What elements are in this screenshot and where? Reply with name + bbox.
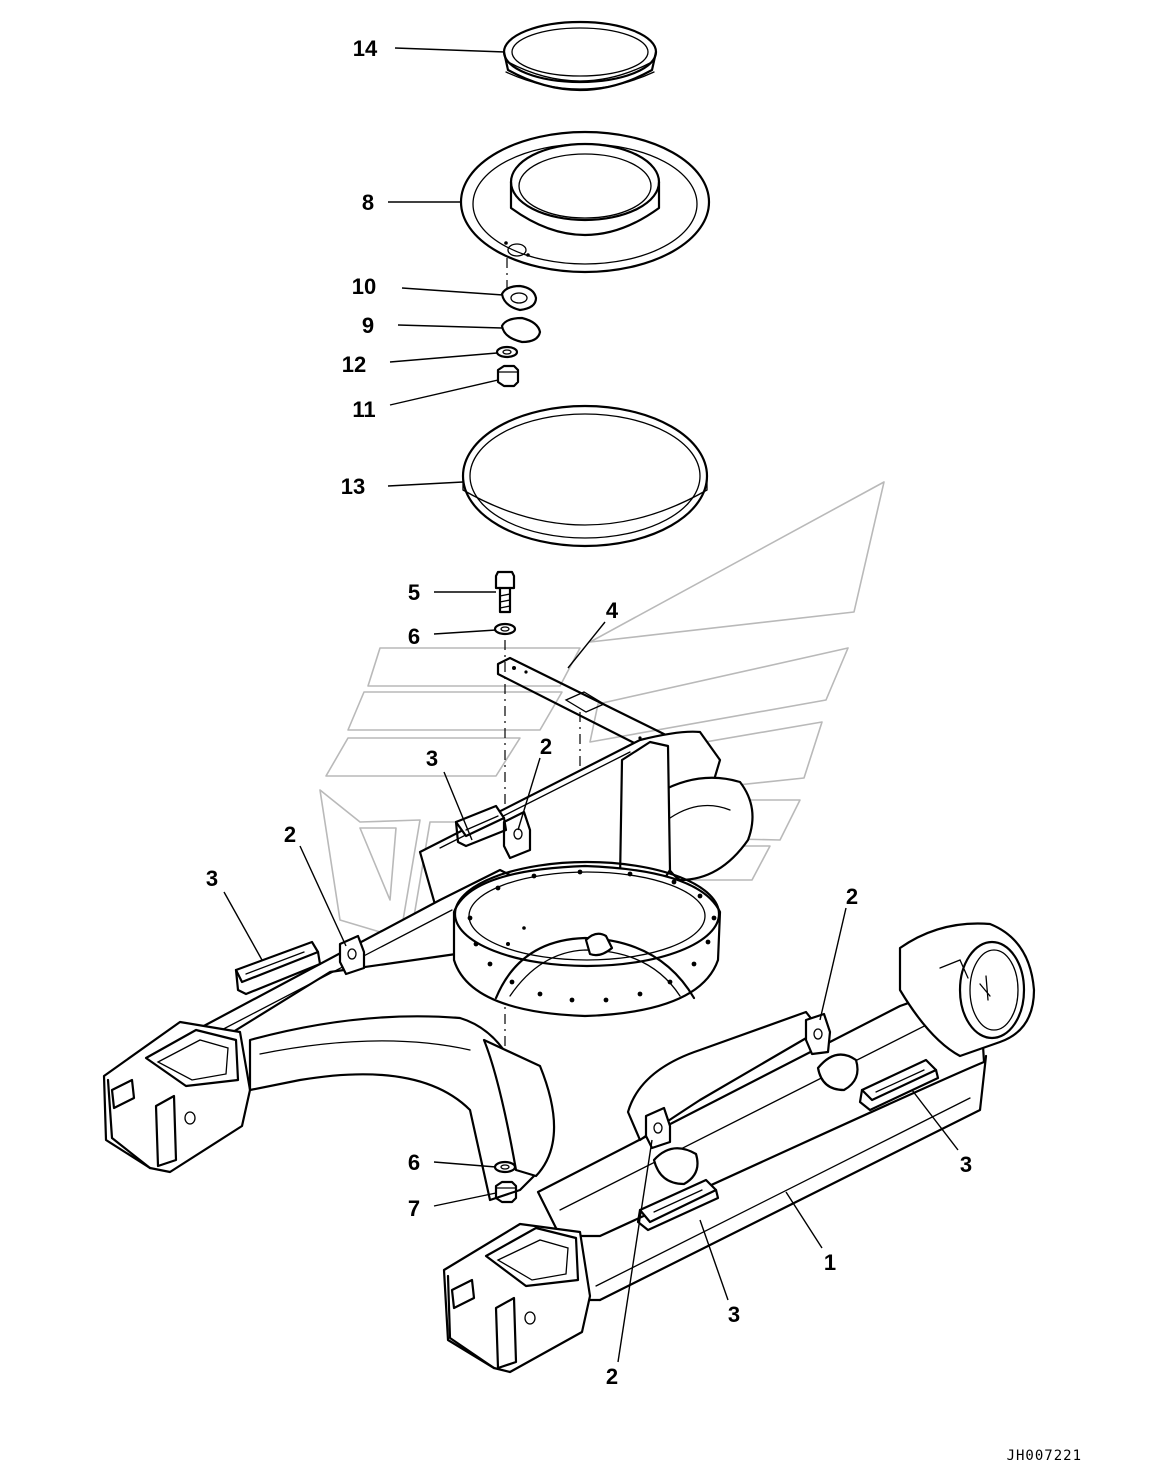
callout-leader-c4 <box>567 621 606 669</box>
part-7-nut <box>494 1180 518 1204</box>
callout-label-c3b: 3 <box>206 866 218 891</box>
part-5-bolt <box>494 570 516 614</box>
callout-leader-c13 <box>387 481 464 487</box>
callout-label-c5: 5 <box>408 580 420 605</box>
callout-label-c6a: 6 <box>408 624 420 649</box>
callout-leader-c2a <box>517 757 541 831</box>
callout-label-c3a: 3 <box>426 746 438 771</box>
callout-label-c2c: 2 <box>846 884 858 909</box>
callout-leader-c6a <box>433 629 497 635</box>
callout-label-c1: 1 <box>824 1250 836 1275</box>
callout-label-c3c: 3 <box>960 1152 972 1177</box>
part-2-brackets <box>338 810 832 1150</box>
callout-label-c2b: 2 <box>284 822 296 847</box>
callout-label-c11: 11 <box>352 397 375 422</box>
part-14-seal-ring <box>502 20 658 91</box>
callout-label-c6b: 6 <box>408 1150 420 1175</box>
callout-leader-c3d <box>699 1219 729 1301</box>
callout-leader-c2c <box>819 907 847 1021</box>
assembly-axis-lines <box>504 258 581 1158</box>
callout-leader-c1 <box>785 1191 823 1249</box>
callout-label-c4: 4 <box>606 598 619 623</box>
callout-label-c8: 8 <box>362 190 374 215</box>
callout-leader-c12 <box>389 352 498 363</box>
callout-label-c7: 7 <box>408 1196 420 1221</box>
callout-leader-c3a <box>443 771 473 841</box>
part-11-nut <box>496 364 520 388</box>
part-8-cover <box>459 130 711 274</box>
part-6-washer-upper <box>493 622 517 636</box>
callout-leader-c3b <box>223 891 263 961</box>
callout-label-c10: 10 <box>352 274 376 299</box>
callout-label-c2a: 2 <box>540 734 552 759</box>
callout-leader-c2b <box>299 845 347 947</box>
callout-leader-c14 <box>394 47 506 53</box>
callout-label-c14: 14 <box>353 36 378 61</box>
callout-leader-c7 <box>433 1192 497 1207</box>
callout-leader-c2d <box>617 1139 653 1363</box>
callout-leader-c3c <box>911 1089 959 1151</box>
part-10-gasket <box>500 284 538 312</box>
callout-label-c13: 13 <box>341 474 365 499</box>
callout-label-c12: 12 <box>342 352 366 377</box>
drawing-code: JH007221 <box>1007 1448 1082 1464</box>
callout-leader-c10 <box>401 287 504 296</box>
part-1-track-frame <box>102 730 1036 1374</box>
part-9-plate <box>500 316 542 344</box>
part-12-washer <box>495 345 519 359</box>
part-13-ring <box>461 404 709 548</box>
callout-leader-c9 <box>397 324 503 329</box>
bearing-bolt-holes <box>467 869 717 1003</box>
callout-leader-c6b <box>433 1161 497 1168</box>
callout-label-c2d: 2 <box>606 1364 618 1389</box>
callout-label-c3d: 3 <box>728 1302 740 1327</box>
callout-leader-c11 <box>389 379 499 406</box>
callout-label-c9: 9 <box>362 313 374 338</box>
